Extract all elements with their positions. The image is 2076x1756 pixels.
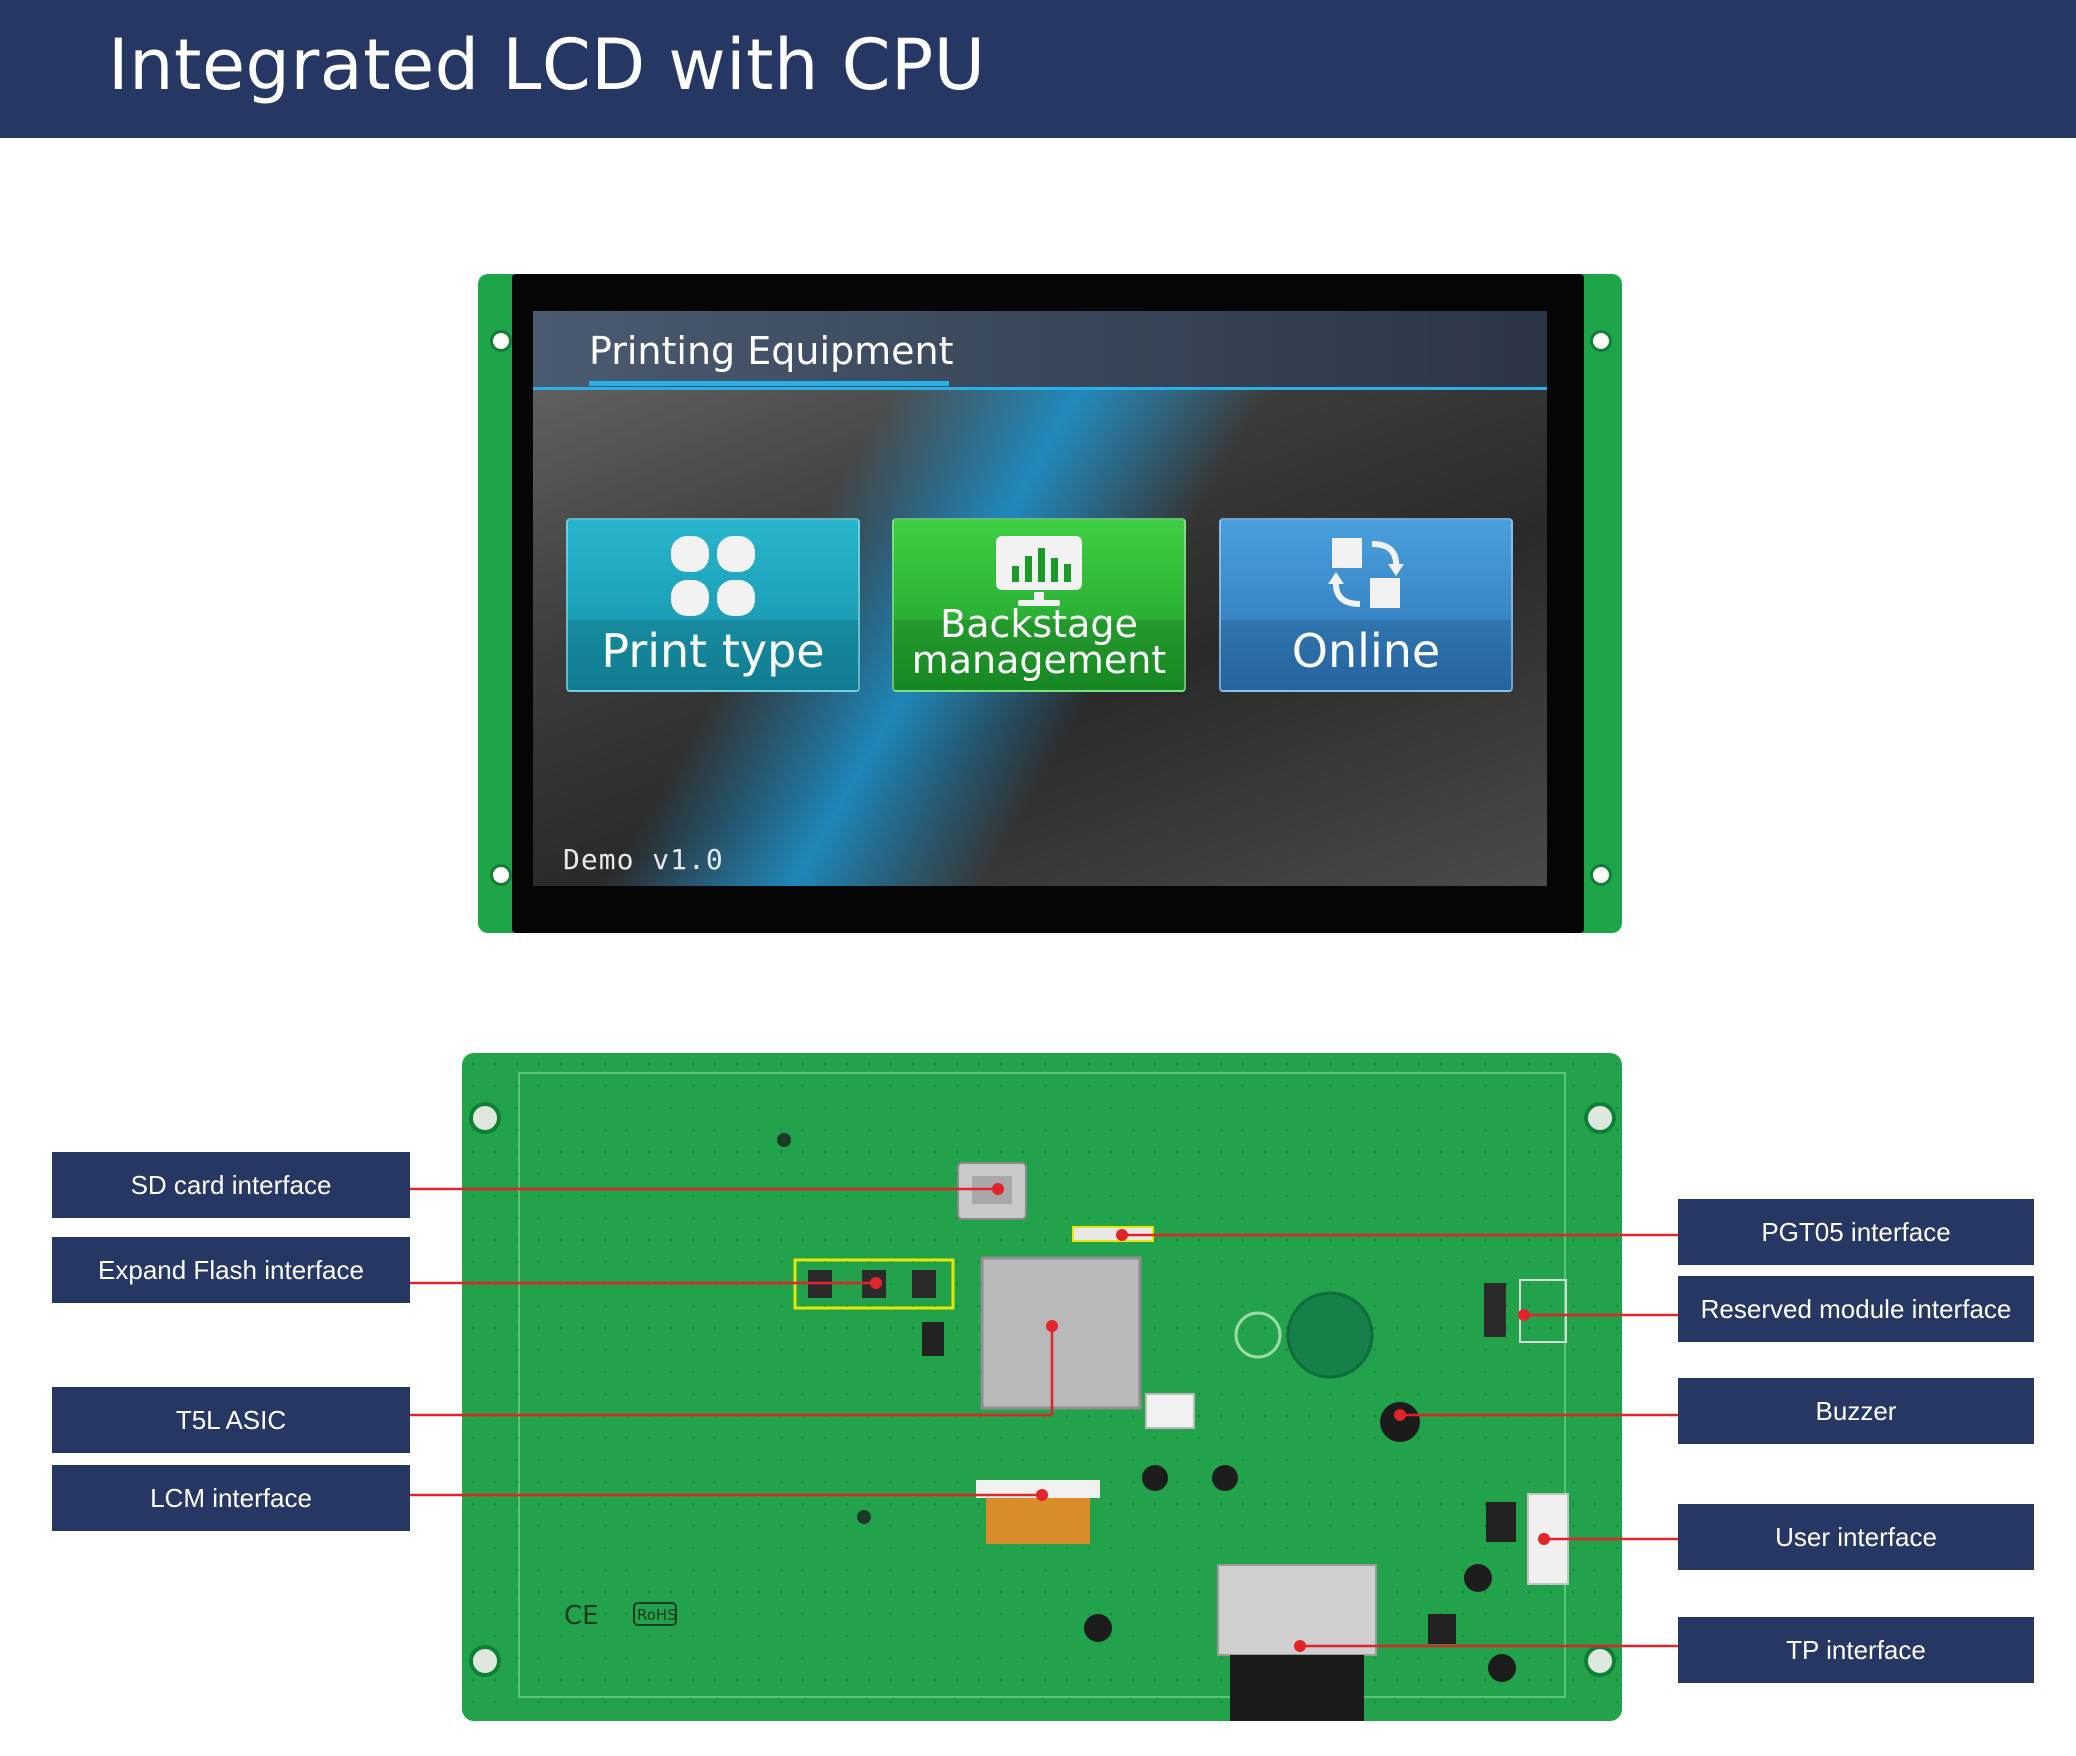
callout-reserved-module: Reserved module interface	[1678, 1276, 2034, 1342]
callout-user-interface: User interface	[1678, 1504, 2034, 1570]
t5l-asic-shield	[980, 1256, 1142, 1410]
capacitor	[1212, 1465, 1238, 1491]
small-ic	[1486, 1502, 1516, 1542]
tp-interface-connector	[1217, 1564, 1377, 1656]
lead-dots	[870, 1183, 1550, 1652]
lead-lines-left	[410, 1187, 1054, 1497]
rohs-mark-border	[633, 1602, 677, 1626]
tp-fpc-cable	[1230, 1655, 1364, 1721]
mount-hole	[1584, 1102, 1616, 1134]
back-pcb-board	[462, 1053, 1622, 1721]
screen-title-bar: Printing Equipment	[533, 311, 1547, 390]
small-white-connector	[1145, 1393, 1195, 1429]
mount-hole	[490, 330, 512, 352]
ce-mark: CE	[564, 1601, 599, 1631]
screen-title: Printing Equipment	[589, 329, 954, 373]
backstage-management-label: Backstage management	[894, 602, 1184, 682]
mount-hole	[1584, 1645, 1616, 1677]
print-type-label: Print type	[601, 624, 825, 678]
version-label: Demo v1.0	[563, 843, 724, 876]
battery-footprint	[1286, 1291, 1374, 1379]
mount-hole	[1590, 864, 1612, 886]
capacitor	[1142, 1465, 1168, 1491]
callout-lcm: LCM interface	[52, 1465, 410, 1531]
callout-pgt05: PGT05 interface	[1678, 1199, 2034, 1265]
callout-tp-interface: TP interface	[1678, 1617, 2034, 1683]
monitor-chart-icon	[996, 536, 1082, 606]
header-banner: Integrated LCD with CPU	[0, 0, 2076, 138]
callout-expand-flash: Expand Flash interface	[52, 1237, 410, 1303]
title-underline	[589, 381, 949, 386]
grid-petal-icon	[671, 536, 755, 616]
callout-sd-card: SD card interface	[52, 1152, 410, 1218]
backstage-label-line1: Backstage	[940, 602, 1138, 646]
sync-squares-icon	[1328, 538, 1404, 608]
callout-t5l-asic: T5L ASIC	[52, 1387, 410, 1453]
mount-hole	[469, 1102, 501, 1134]
capacitor	[1464, 1564, 1492, 1592]
mount-hole	[469, 1645, 501, 1677]
mount-hole	[1590, 330, 1612, 352]
lcd-screen: Printing Equipment Print type Backstage …	[533, 311, 1547, 886]
lead-lines-right	[1122, 1233, 1678, 1648]
via-hole	[777, 1133, 791, 1147]
flash-chip	[912, 1270, 936, 1298]
online-button[interactable]: Online	[1219, 518, 1513, 692]
via-hole	[857, 1510, 871, 1524]
capacitor	[1084, 1614, 1112, 1642]
lcm-connector	[976, 1480, 1100, 1498]
capacitor	[1488, 1654, 1516, 1682]
page-title: Integrated LCD with CPU	[108, 24, 986, 106]
backstage-management-button[interactable]: Backstage management	[892, 518, 1186, 692]
rohs-mark: RoHS	[637, 1606, 677, 1624]
reserved-module-chip	[1484, 1283, 1506, 1337]
backstage-label-line2: management	[911, 638, 1167, 682]
mount-hole	[490, 864, 512, 886]
buzzer	[1380, 1402, 1420, 1442]
print-type-button[interactable]: Print type	[566, 518, 860, 692]
lcm-fpc	[986, 1498, 1090, 1544]
callout-buzzer: Buzzer	[1678, 1378, 2034, 1444]
capacitor-footprint	[1234, 1311, 1282, 1359]
small-ic	[922, 1322, 944, 1356]
small-ic	[1428, 1614, 1456, 1644]
pcb-silkscreen-outline	[518, 1072, 1566, 1698]
online-label: Online	[1291, 624, 1441, 678]
